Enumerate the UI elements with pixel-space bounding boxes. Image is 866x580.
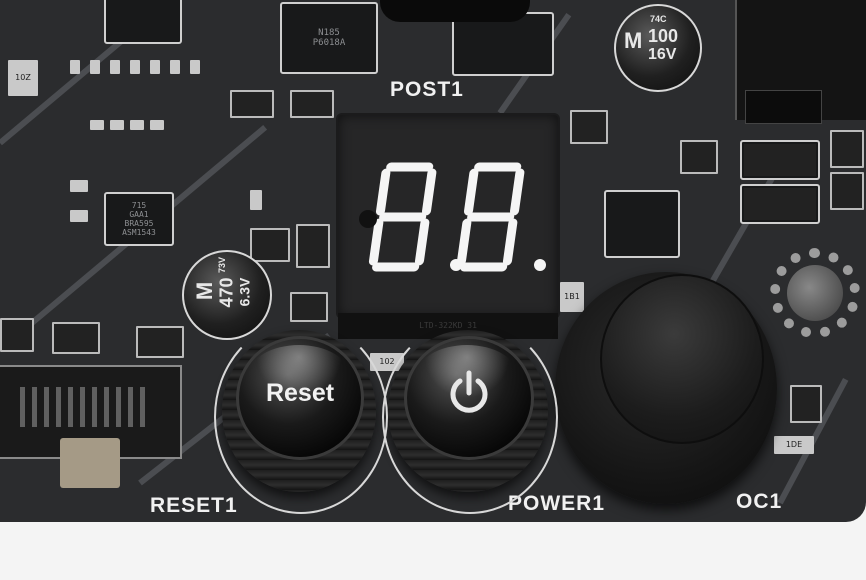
capacitor-top-right: M 74C 100 16V xyxy=(614,4,702,92)
passive-component xyxy=(170,60,180,74)
heatsink-shadow xyxy=(380,0,530,22)
reset-header-label: RESET1 xyxy=(150,494,238,517)
chip-marking: GAA1 xyxy=(129,210,149,219)
mounting-hole xyxy=(787,265,843,321)
connector-latch xyxy=(745,90,822,124)
chip-marking: ASM1543 xyxy=(122,228,156,237)
passive-component xyxy=(250,228,290,262)
passive-component xyxy=(296,224,330,268)
capacitor-code: 73V xyxy=(217,256,228,274)
ic-chip-usb-controller: 715 GAA1 BRA595 ASM1543 xyxy=(104,192,174,246)
passive-component xyxy=(290,90,334,118)
oc-knob[interactable] xyxy=(600,274,764,444)
passive-component xyxy=(70,210,88,222)
passive-component xyxy=(230,90,274,118)
capacitor-value: 470 xyxy=(216,277,237,308)
smd-component: 10Z xyxy=(8,60,38,96)
passive-component xyxy=(680,140,718,174)
passive-component xyxy=(52,322,100,354)
passive-component xyxy=(130,120,144,130)
passive-component xyxy=(150,60,160,74)
smd-component: 1DE xyxy=(774,436,814,454)
power-label: POWER1 xyxy=(508,492,606,515)
capacitor-left: M 73V 470 6.3V xyxy=(182,250,272,340)
passive-component xyxy=(150,120,164,130)
ic-chip-top-center: N185 P6018A xyxy=(280,2,378,74)
chip-marking: 715 xyxy=(131,201,147,210)
passive-component xyxy=(110,60,120,74)
resistor-array xyxy=(740,184,820,224)
passive-component xyxy=(136,326,184,358)
capacitor-voltage: 6.3V xyxy=(236,277,253,307)
capacitor-brand: M xyxy=(192,281,218,301)
resistor-array xyxy=(740,140,820,180)
passive-component xyxy=(70,180,88,192)
capacitor-value: 100 xyxy=(648,26,679,46)
post-label: POST1 xyxy=(390,78,464,101)
capacitor-brand: M xyxy=(624,28,643,53)
power-button-outline xyxy=(382,320,558,514)
pin-header-connector xyxy=(0,365,182,459)
seven-segment-digits xyxy=(359,162,546,272)
chip-marking: N185 xyxy=(318,28,340,38)
capacitor-voltage: 16V xyxy=(648,46,677,63)
mounting-hole-ring xyxy=(770,248,860,338)
reset-button-outline xyxy=(214,320,388,514)
capacitor-code: 74C xyxy=(650,14,667,24)
passive-component xyxy=(70,60,80,74)
debug-led-display xyxy=(338,115,558,317)
ic-chip-qfn-right xyxy=(604,190,680,258)
header-latch-clip xyxy=(60,438,120,488)
ic-chip-top-left xyxy=(104,0,182,44)
passive-component xyxy=(830,172,864,210)
passive-component xyxy=(90,120,104,130)
oc-label: OC1 xyxy=(736,490,783,513)
passive-component xyxy=(290,292,328,322)
passive-component xyxy=(830,130,864,168)
passive-component xyxy=(0,318,34,352)
passive-component xyxy=(90,60,100,74)
passive-component xyxy=(570,110,608,144)
motherboard-pcb: N185 P6018A POST1 M 74C 100 16V 715 GAA1… xyxy=(0,0,866,522)
chip-marking: BRA595 xyxy=(124,219,154,228)
passive-component xyxy=(250,190,262,210)
smd-component: 1B1 xyxy=(560,282,584,312)
chip-marking: P6018A xyxy=(312,38,346,48)
passive-component xyxy=(110,120,124,130)
passive-component xyxy=(790,385,822,423)
passive-component xyxy=(130,60,140,74)
passive-component xyxy=(190,60,200,74)
